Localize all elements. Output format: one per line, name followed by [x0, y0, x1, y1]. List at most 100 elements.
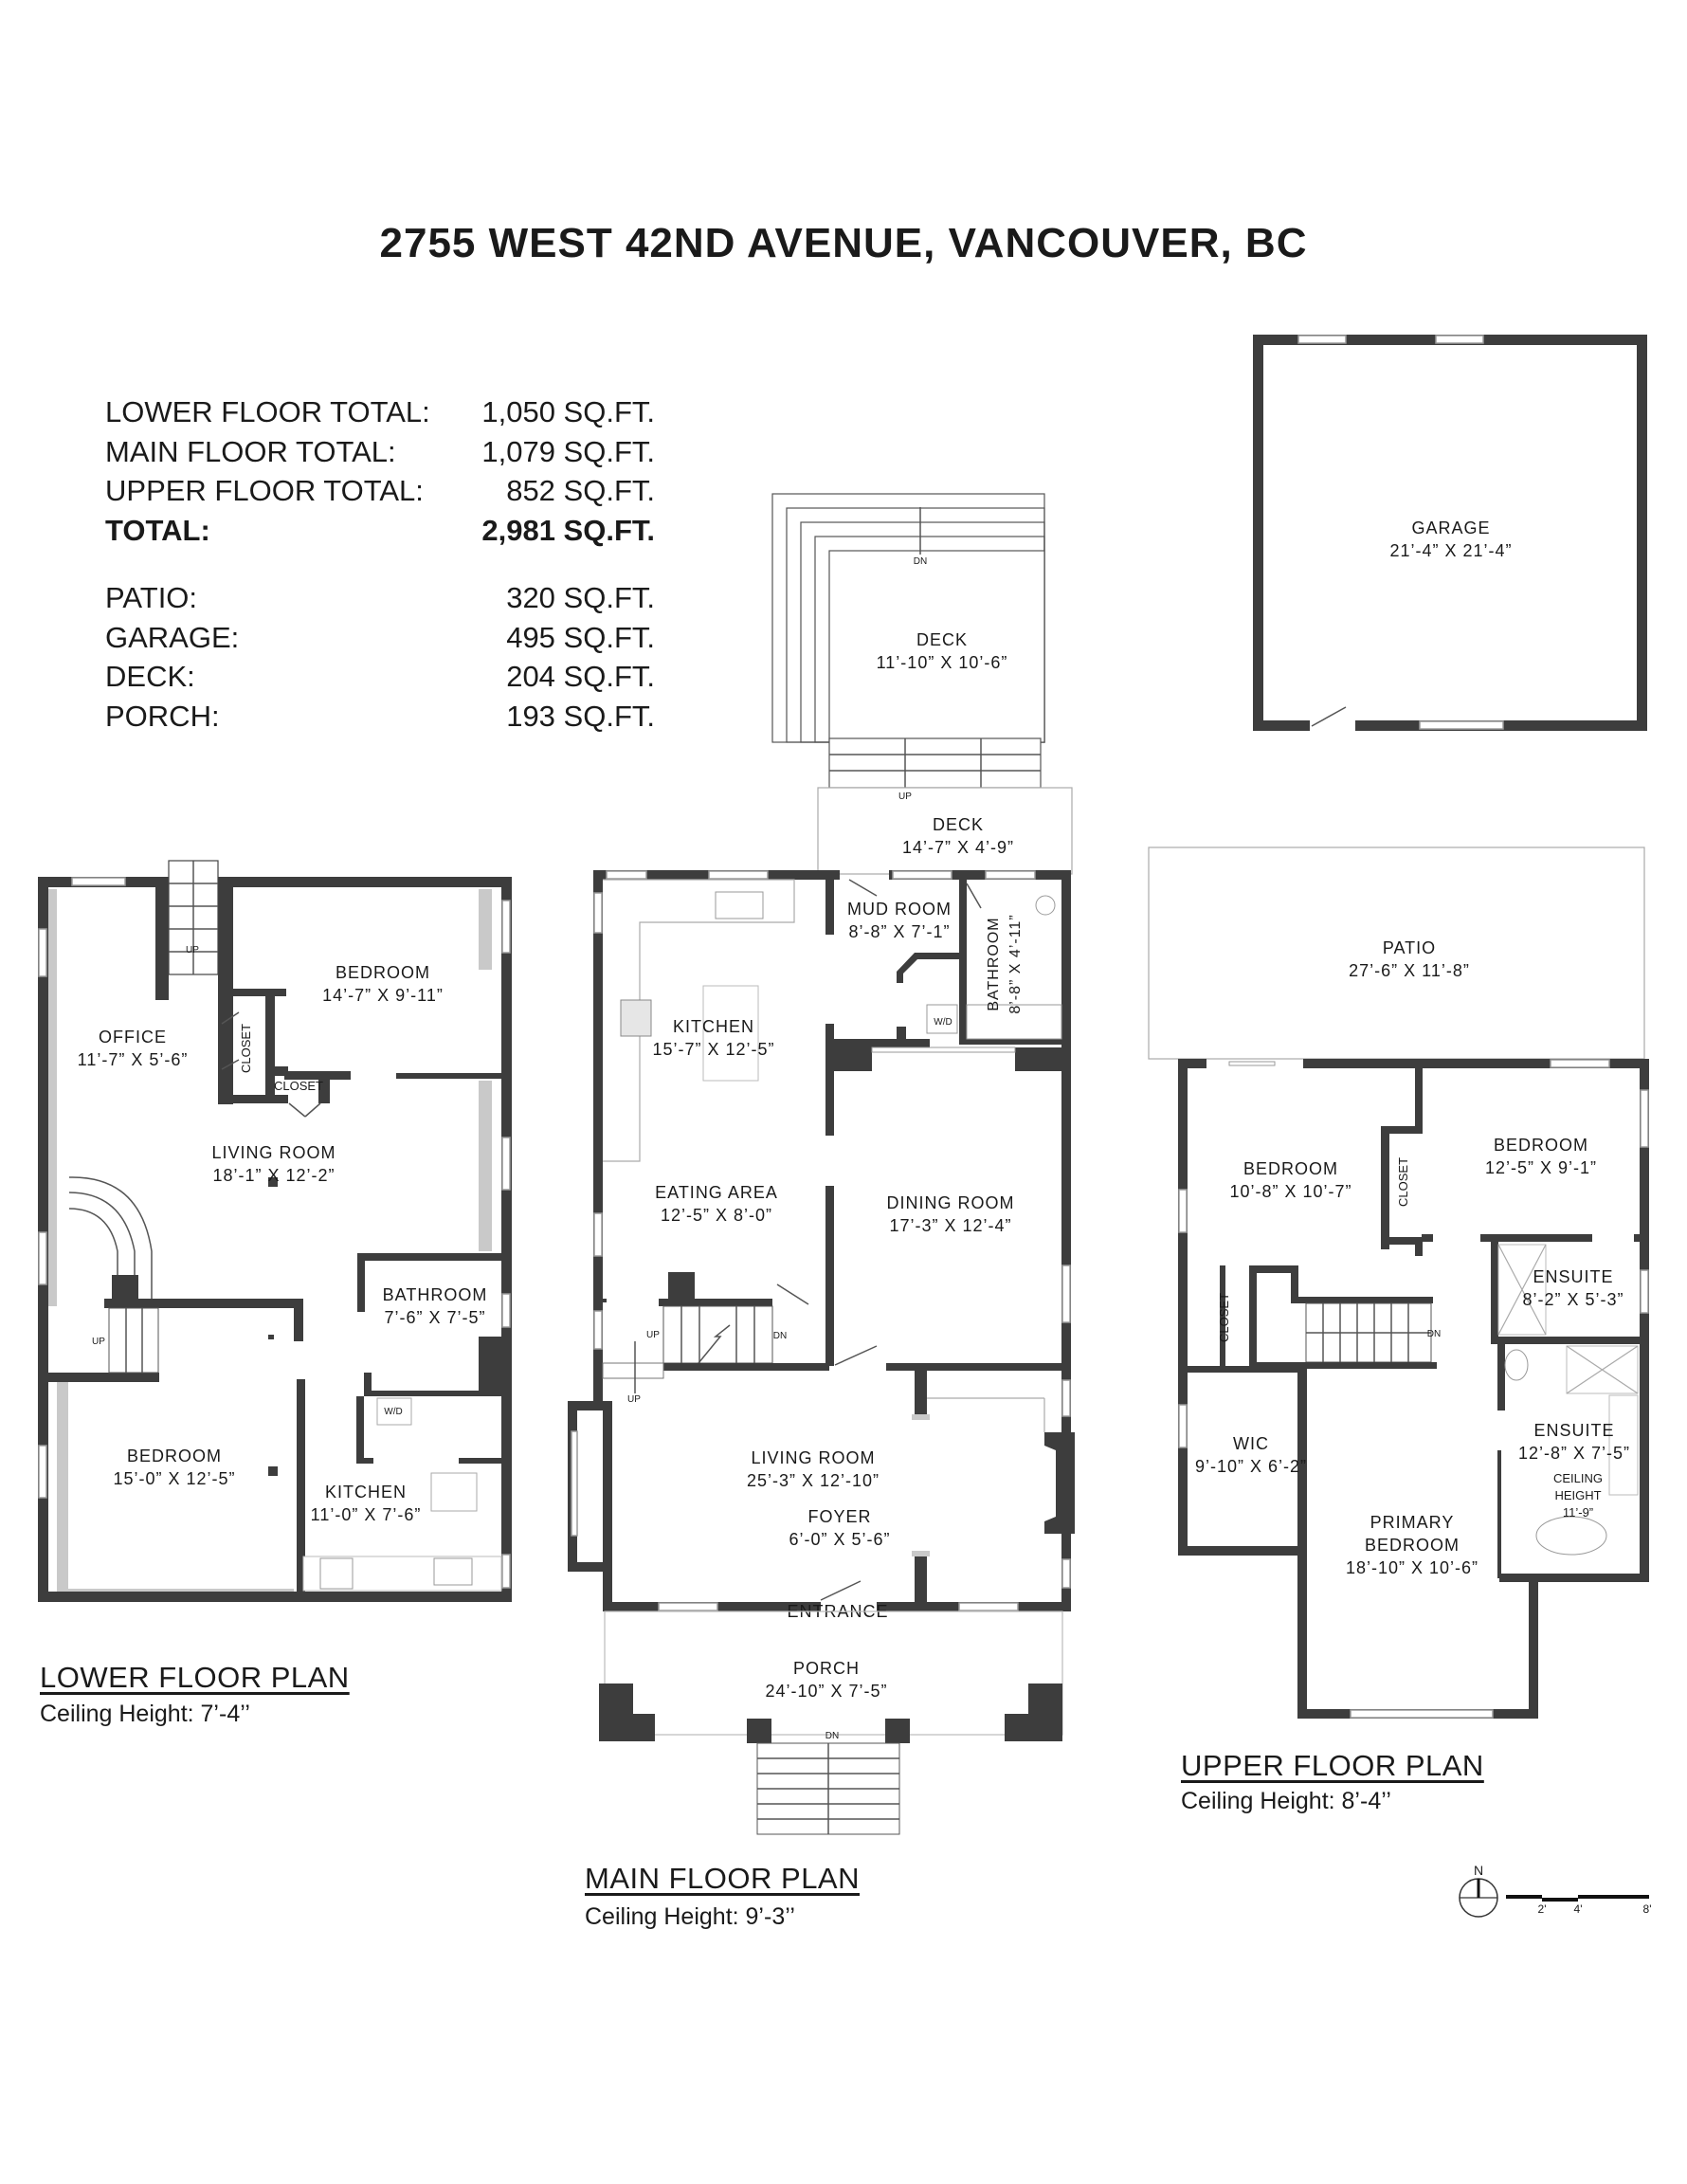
stair-up-label: UP [898, 792, 912, 802]
area-row-upper: UPPER FLOOR TOTAL: 852 SQ.FT. [105, 471, 655, 511]
scale-tick: 8' [1643, 1902, 1652, 1916]
lower-ceiling-height: Ceiling Height: 7’-4’’ [40, 1701, 250, 1727]
area-summary-table: LOWER FLOOR TOTAL:1,050 SQ.FT. MAIN FLOO… [105, 392, 655, 736]
ceiling-note: HEIGHT [1554, 1488, 1601, 1502]
room-name: PORCH [793, 1659, 860, 1678]
area-row-total: TOTAL: 2,981 SQ.FT. [105, 511, 655, 551]
closet-label: CLOSET [274, 1079, 323, 1093]
room-dims: 7’-6” X 7’-5” [384, 1308, 485, 1327]
room-dims: 11’-7” X 5’-6” [78, 1050, 189, 1069]
area-value: 1,050 SQ.FT. [481, 395, 655, 428]
room-name: DECK [916, 630, 968, 649]
room-name: ENSUITE [1533, 1421, 1614, 1440]
area-value: 320 SQ.FT. [506, 581, 655, 614]
lower-floor-plan-title: LOWER FLOOR PLAN [40, 1661, 350, 1694]
area-value: 204 SQ.FT. [506, 660, 655, 693]
room-dims: 24’-10” X 7’-5” [765, 1682, 887, 1701]
room-name: WIC [1233, 1434, 1269, 1453]
room-dims: 9’-10” X 6’-2” [1195, 1457, 1307, 1476]
room-dims: 12’-5” X 8’-0” [661, 1206, 772, 1225]
room-name: LIVING ROOM [751, 1448, 875, 1467]
stair-down-label: DN [1427, 1329, 1441, 1339]
stair-up-label: UP [627, 1394, 641, 1405]
washer-dryer-label: W/D [934, 1017, 952, 1028]
upper-floor-plan-title: UPPER FLOOR PLAN [1181, 1749, 1484, 1782]
area-row-garage: GARAGE:495 SQ.FT. [105, 618, 655, 658]
room-dims: 25’-3” X 12’-10” [747, 1471, 880, 1490]
room-dims: 15’-0” X 12’-5” [113, 1469, 235, 1488]
room-name: DECK [933, 815, 984, 834]
main-floor-plan-title: MAIN FLOOR PLAN [585, 1862, 860, 1895]
room-name: EATING AREA [655, 1183, 778, 1202]
room-dims: 15’-7” X 12’-5” [652, 1040, 774, 1059]
room-dims: 17’-3” X 12’-4” [889, 1216, 1011, 1235]
north-label: N [1474, 1863, 1483, 1878]
garage-plan: GARAGE 21’-4” X 21’-4” [1253, 335, 1647, 731]
area-label: MAIN FLOOR TOTAL: [105, 434, 396, 468]
room-dims: 10’-8” X 10’-7” [1229, 1182, 1351, 1201]
closet-label: CLOSET [1217, 1293, 1231, 1342]
room-dims: 18’-10” X 10’-6” [1346, 1558, 1478, 1577]
north-compass: N [1459, 1863, 1498, 1918]
room-name: MUD ROOM [847, 900, 952, 919]
area-value: 495 SQ.FT. [506, 620, 655, 654]
room-name: PRIMARY [1370, 1513, 1455, 1532]
room-name: BEDROOM [127, 1447, 222, 1465]
room-dims: 14’-7” X 4’-9” [902, 838, 1014, 857]
room-name: BEDROOM [1494, 1136, 1588, 1155]
property-address-title: 2755 WEST 42ND AVENUE, VANCOUVER, BC [379, 220, 1308, 266]
stair-down-label: DN [773, 1331, 787, 1341]
stair-up-label: UP [186, 945, 199, 956]
area-label: TOTAL: [105, 513, 210, 547]
scale-bar: 2' 4' 8' [1506, 1895, 1651, 1916]
room-name: OFFICE [99, 1028, 167, 1046]
room-name: KITCHEN [325, 1483, 407, 1502]
upper-floor-plan: PATIO 27’-6” X 11’-8” [1148, 846, 1649, 1719]
scale-tick: 2' [1538, 1902, 1547, 1916]
room-dims: 12’-5” X 9’-1” [1485, 1158, 1597, 1177]
room-dims: 14’-7” X 9’-11” [322, 986, 444, 1005]
room-name: LIVING ROOM [211, 1143, 336, 1162]
area-row-porch: PORCH: 193 SQ.FT. [105, 697, 655, 737]
room-dims: 21’-4” X 21’-4” [1389, 541, 1512, 560]
room-name: BATHROOM [986, 917, 1002, 1010]
area-row-patio: PATIO:320 SQ.FT. [105, 578, 655, 618]
main-floor-plan: DN DECK 11’-10” X 10’-6” UP DECK 14’-7” … [568, 493, 1075, 1835]
room-dims: 8’-8” X 4’-11” [1007, 914, 1024, 1013]
room-dims: 6’-0” X 5’-6” [789, 1530, 890, 1549]
room-dims: 8’-2” X 5’-3” [1522, 1290, 1624, 1309]
lower-floor-plan: UP UP BEDROOM 14’-7” X 9’-11” OFFICE 11’… [38, 860, 512, 1602]
room-dims: 11’-0” X 7’-6” [311, 1505, 422, 1524]
area-value: 193 SQ.FT. [506, 699, 655, 733]
room-name: ENSUITE [1533, 1267, 1613, 1286]
scale-tick: 4' [1574, 1902, 1583, 1916]
stair-up-label: UP [92, 1337, 105, 1347]
area-value: 2,981 SQ.FT. [481, 513, 655, 547]
room-name: KITCHEN [673, 1017, 754, 1036]
room-dims: 11’-10” X 10’-6” [877, 653, 1008, 672]
room-dims: 27’-6” X 11’-8” [1349, 961, 1470, 980]
ceiling-note: CEILING [1553, 1471, 1603, 1485]
ceiling-note: 11’-9” [1563, 1505, 1593, 1520]
area-row-main: MAIN FLOOR TOTAL: 1,079 SQ.FT. [105, 432, 655, 472]
closet-label: CLOSET [1396, 1157, 1410, 1207]
room-dims: 12’-8” X 7’-5” [1518, 1444, 1630, 1463]
area-value: 852 SQ.FT. [506, 474, 655, 507]
closet-label: CLOSET [239, 1024, 253, 1073]
stair-up-label: UP [646, 1330, 660, 1340]
area-label: PORCH: [105, 699, 220, 733]
room-name: FOYER [807, 1507, 871, 1526]
area-label: UPPER FLOOR TOTAL: [105, 474, 424, 507]
upper-ceiling-height: Ceiling Height: 8’-4’’ [1181, 1788, 1391, 1814]
room-name: GARAGE [1411, 519, 1490, 537]
area-value: 1,079 SQ.FT. [481, 434, 655, 468]
room-name: BEDROOM [336, 963, 430, 982]
room-name: PATIO [1383, 938, 1436, 957]
area-row-deck: DECK:204 SQ.FT. [105, 657, 655, 697]
room-dims: 8’-8” X 7’-1” [848, 922, 950, 941]
room-name: BEDROOM [1365, 1536, 1460, 1555]
washer-dryer-label: W/D [384, 1407, 402, 1417]
room-name: BEDROOM [1243, 1159, 1338, 1178]
stair-down-label: DN [914, 556, 927, 567]
